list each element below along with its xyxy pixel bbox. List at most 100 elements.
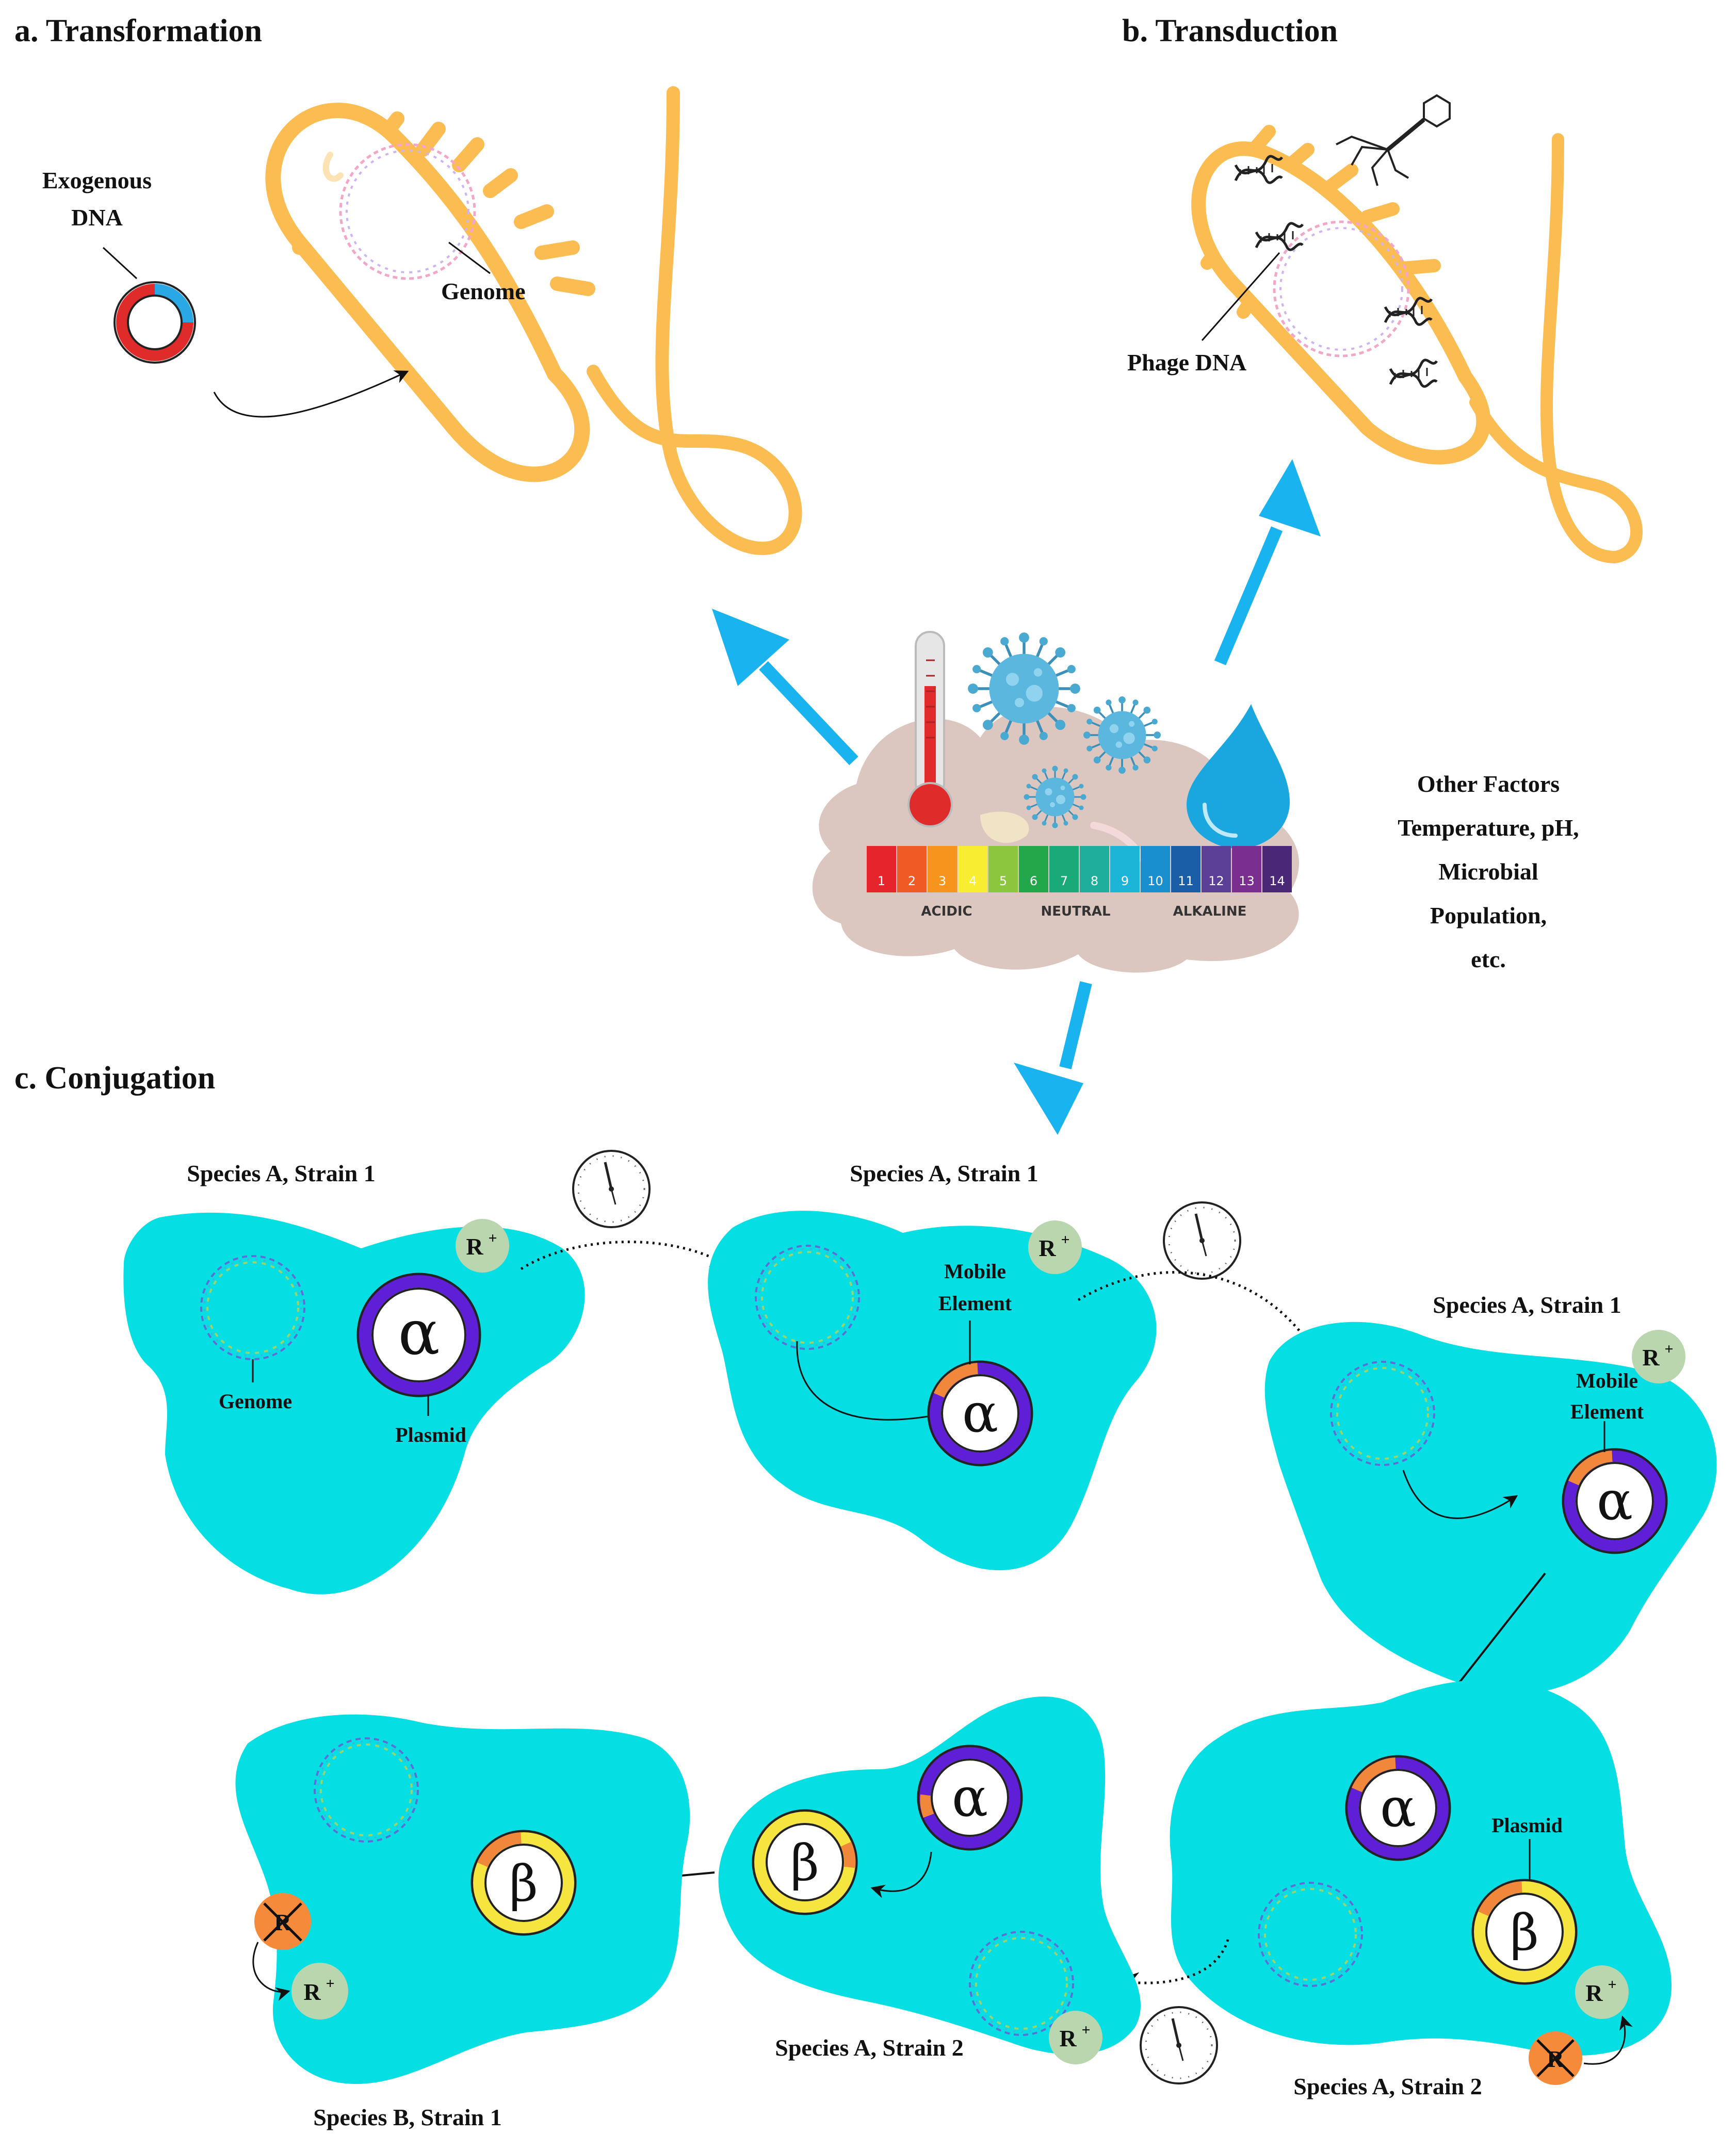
clock-icon (1141, 2007, 1217, 2083)
r-minus-badge: R (1529, 2031, 1582, 2085)
bacterium-transformation (265, 86, 802, 556)
exogenous-leader-line (102, 247, 138, 280)
ph-swatch-4 (958, 846, 987, 892)
ph-swatch-13 (1232, 846, 1261, 892)
exogenous-label-1: Exogenous (42, 167, 152, 193)
genome-label: Genome (441, 278, 526, 304)
ph-number-4: 4 (969, 874, 977, 888)
ph-number-2: 2 (908, 874, 916, 888)
other-factors-text: Other Factors Temperature, pH, Microbial… (1398, 771, 1579, 972)
svg-text:Population,: Population, (1430, 902, 1547, 929)
cell2-title: Species A, Strain 1 (850, 1160, 1038, 1186)
svg-text:etc.: etc. (1471, 946, 1506, 972)
cell6-title: Species B, Strain 1 (313, 2104, 501, 2130)
ph-number-3: 3 (938, 874, 946, 888)
water-drop-icon (1187, 704, 1290, 849)
ph-swatch-7 (1049, 846, 1079, 892)
svg-text:+: + (1664, 1341, 1673, 1358)
cell3-mobile-label-1: Mobile (1576, 1369, 1638, 1392)
beta-plasmid: β (752, 1809, 858, 1915)
svg-text:R: R (1059, 2025, 1077, 2051)
ph-number-14: 14 (1269, 874, 1285, 888)
ph-swatch-14 (1262, 846, 1292, 892)
ph-swatch-2 (897, 846, 927, 892)
ph-swatch-9 (1110, 846, 1140, 892)
svg-text:R: R (1039, 1235, 1056, 1261)
ph-alkaline-label: ALKALINE (1173, 904, 1247, 919)
svg-text:+: + (326, 1975, 334, 1992)
svg-text:α: α (398, 1297, 440, 1369)
ph-number-9: 9 (1121, 874, 1129, 888)
phage-dna-leader-line (1201, 252, 1280, 341)
svg-text:α: α (952, 1766, 988, 1829)
ph-number-8: 8 (1091, 874, 1098, 888)
ph-number-5: 5 (999, 874, 1007, 888)
exogenous-dna-ring (113, 281, 196, 364)
r-minus-badge: R (254, 1893, 311, 1950)
ph-swatch-6 (1019, 846, 1048, 892)
svg-text:α: α (962, 1381, 998, 1444)
ph-swatch-3 (928, 846, 957, 892)
phage-dna-label: Phage DNA (1127, 349, 1246, 376)
cell-1: α (123, 1212, 585, 1594)
cell5-title: Species A, Strain 2 (775, 2034, 963, 2061)
ph-neutral-label: NEUTRAL (1041, 904, 1110, 919)
r-plus-badge: R + (1575, 1965, 1629, 2019)
clock-icon (1164, 1202, 1240, 1279)
cell4-title: Species A, Strain 2 (1293, 2073, 1482, 2099)
cell-2: α (708, 1211, 1157, 1571)
svg-text:β: β (790, 1834, 819, 1892)
r-plus-badge: R + (291, 1963, 348, 2019)
cell1-plasmid-label: Plasmid (395, 1423, 466, 1446)
svg-text:+: + (1608, 1976, 1616, 1993)
cell-4: α β (1170, 1680, 1672, 2056)
r-plus-badge: R + (1028, 1220, 1082, 1274)
ph-swatch-12 (1202, 846, 1231, 892)
heading-transduction: b. Transduction (1122, 13, 1338, 48)
svg-text:Temperature, pH,: Temperature, pH, (1398, 815, 1579, 841)
svg-text:+: + (488, 1230, 497, 1247)
svg-text:+: + (1081, 2022, 1090, 2039)
ph-number-1: 1 (878, 874, 885, 888)
bacterium-transduction (1191, 125, 1643, 564)
ph-number-7: 7 (1060, 874, 1068, 888)
r-switch-arrow-cell6 (252, 1942, 290, 2001)
beta-plasmid: β (470, 1830, 577, 1936)
r-plus-badge: R + (1632, 1330, 1685, 1383)
cell-5: β α (718, 1696, 1141, 2055)
transfer-arrow-1 (520, 1241, 735, 1271)
svg-text:R: R (466, 1233, 483, 1260)
transfer-arrow-3 (1114, 1939, 1229, 1995)
r-plus-badge: R + (1049, 2011, 1102, 2064)
cell3-title: Species A, Strain 1 (1433, 1292, 1621, 1318)
alpha-plasmid: α (356, 1273, 481, 1397)
ph-number-12: 12 (1208, 874, 1224, 888)
alpha-plasmid-mobile: α (1345, 1755, 1451, 1861)
alpha-plasmid-mobile: α (927, 1360, 1033, 1467)
ph-swatch-8 (1080, 846, 1109, 892)
svg-text:α: α (1597, 1469, 1633, 1532)
ph-swatch-10 (1141, 846, 1170, 892)
cell1-genome-label: Genome (219, 1390, 292, 1413)
ph-swatch-11 (1171, 846, 1200, 892)
genome-leader-line (448, 241, 491, 274)
ph-acidic-label: ACIDIC (921, 904, 972, 919)
ph-swatch-5 (988, 846, 1018, 892)
cell-6: β (235, 1714, 690, 2084)
svg-text:Other Factors: Other Factors (1417, 771, 1560, 797)
heading-transformation: a. Transformation (14, 13, 262, 48)
ph-swatch-1 (867, 846, 896, 892)
svg-text:β: β (509, 1855, 538, 1913)
svg-text:R: R (1642, 1344, 1660, 1371)
alpha-plasmid: α (917, 1745, 1023, 1851)
ph-number-6: 6 (1030, 874, 1037, 888)
heading-conjugation: c. Conjugation (14, 1061, 215, 1096)
thermometer-icon (907, 631, 953, 827)
cell2-mobile-label-2: Element (938, 1292, 1012, 1315)
ph-number-11: 11 (1178, 874, 1194, 888)
ph-number-10: 10 (1147, 874, 1163, 888)
bacteriophage-icon (1336, 94, 1451, 186)
beta-plasmid: β (1471, 1879, 1578, 1985)
